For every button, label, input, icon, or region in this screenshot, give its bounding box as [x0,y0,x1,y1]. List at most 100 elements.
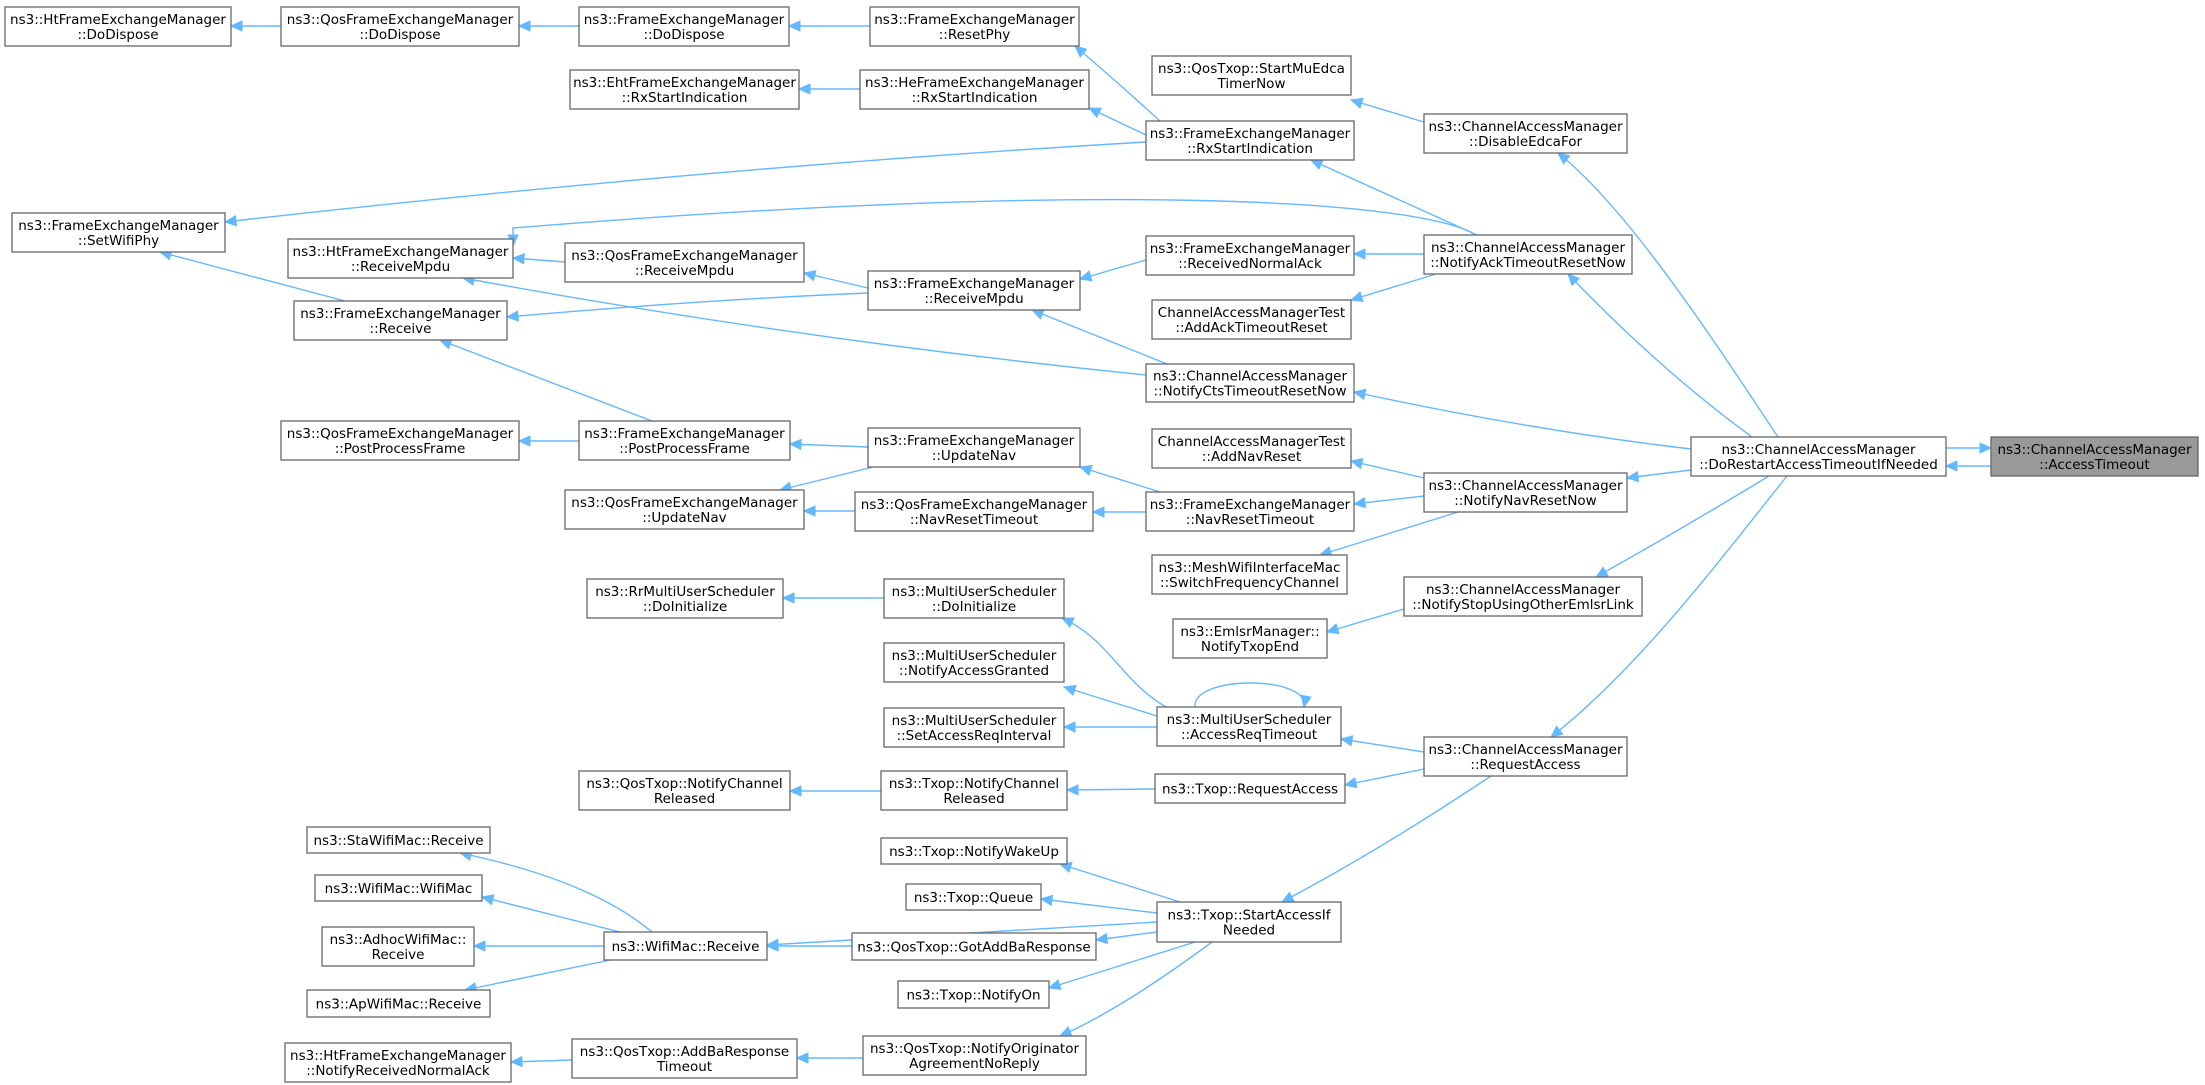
node-wifiMacCtor[interactable]: ns3::WifiMac::WifiMac [314,874,483,902]
node-rrDoInit[interactable]: ns3::RrMultiUserScheduler::DoInitialize [586,578,784,619]
node-label: ::SetWifiPhy [78,233,159,249]
node-qosNavReset[interactable]: ns3::QosFrameExchangeManager::NavResetTi… [854,491,1094,532]
node-wifiMacReceive[interactable]: ns3::WifiMac::Receive [603,931,768,961]
node-muSetInterval[interactable]: ns3::MultiUserScheduler::SetAccessReqInt… [883,707,1065,748]
node-label: ::ReceiveMpdu [351,259,450,275]
node-txopRequestAccess[interactable]: ns3::Txop::RequestAccess [1154,773,1346,804]
node-txopNotifyOn[interactable]: ns3::Txop::NotifyOn [897,980,1050,1009]
node-label: ::DoInitialize [643,599,727,615]
node-box [293,300,508,341]
node-box [586,578,784,619]
node-heRxStart[interactable]: ns3::HeFrameExchangeManager::RxStartIndi… [859,69,1090,110]
node-notifyNav[interactable]: ns3::ChannelAccessManager::NotifyNavRese… [1423,472,1628,513]
node-disableEdca[interactable]: ns3::ChannelAccessManager::DisableEdcaFo… [1423,113,1628,154]
node-box [578,420,791,461]
edge-line [1319,511,1459,556]
node-staReceive[interactable]: ns3::StaWifiMac::Receive [306,826,491,854]
node-label: ::ResetPhy [939,27,1011,43]
node-fxmPostProcess[interactable]: ns3::FrameExchangeManager::PostProcessFr… [578,420,791,461]
edge-line [439,339,653,422]
node-label: ::DoInitialize [932,599,1016,615]
node-receivedNormalAck[interactable]: ns3::FrameExchangeManager::ReceivedNorma… [1145,235,1355,276]
edge-line [1031,309,1168,365]
arrowhead-icon [1039,894,1054,907]
arrowhead-icon [1094,932,1109,945]
node-qosReceiveMpdu[interactable]: ns3::QosFrameExchangeManager::ReceiveMpd… [564,242,805,283]
node-fxmRxStart[interactable]: ns3::FrameExchangeManager::RxStartIndica… [1145,120,1355,161]
arrowhead-icon [1300,694,1312,709]
node-qosDoDispose[interactable]: ns3::QosFrameExchangeManager::DoDispose [280,6,520,47]
node-box [883,578,1065,619]
node-htDoDispose[interactable]: ns3::HtFrameExchangeManager::DoDispose [4,6,232,47]
node-setWifiPhy[interactable]: ns3::FrameExchangeManager::SetWifiPhy [11,212,226,253]
node-label: ns3::WifiMac::WifiMac [325,881,473,897]
edge-requestAccessCAM-to-muAccessReq [1339,735,1425,753]
node-apReceive[interactable]: ns3::ApWifiMac::Receive [306,989,491,1018]
node-doRestart[interactable]: ns3::ChannelAccessManager::DoRestartAcce… [1690,436,1947,477]
edge-notifyAck-to-fxmRxStart [1309,159,1478,236]
edge-doRestart-to-notifyNav [1625,469,1692,483]
node-box [1151,428,1352,469]
node-qosUpdateNav[interactable]: ns3::QosFrameExchangeManager::UpdateNav [564,489,805,530]
node-notifyCts[interactable]: ns3::ChannelAccessManager::NotifyCtsTime… [1145,363,1355,403]
edge-fxmUpdateNav-to-qosUpdateNav [778,466,874,493]
edge-line [1048,941,1196,989]
node-label: ChannelAccessManagerTest [1158,305,1345,321]
edge-fxmNavReset-to-qosNavReset [1091,506,1146,518]
node-label: ChannelAccessManagerTest [1158,434,1345,450]
node-htNotifyAck[interactable]: ns3::HtFrameExchangeManager::NotifyRecei… [284,1042,512,1083]
node-addNavTest[interactable]: ChannelAccessManagerTest::AddNavReset [1151,428,1352,469]
node-emlsrTxopEnd[interactable]: ns3::EmlsrManager::NotifyTxopEnd [1172,618,1328,659]
node-label: ::PostProcessFrame [335,441,466,457]
node-fxmReceive[interactable]: ns3::FrameExchangeManager::Receive [293,300,508,341]
node-accessTimeout[interactable]: ns3::ChannelAccessManager::AccessTimeout [1990,436,2199,477]
node-qosPostProcess[interactable]: ns3::QosFrameExchangeManager::PostProces… [280,420,520,461]
node-qosNotifyOrig[interactable]: ns3::QosTxop::NotifyOriginatorAgreementN… [862,1035,1087,1076]
arrowhead-icon [1339,735,1354,747]
node-box [569,69,800,110]
node-box [869,6,1080,47]
node-txopNotifyWake[interactable]: ns3::Txop::NotifyWakeUp [880,837,1068,865]
node-qosGotAddBa[interactable]: ns3::QosTxop::GotAddBaResponse [851,932,1097,961]
edge-qosGotAddBa-to-wifiMacReceive [765,940,852,952]
node-notifyStop[interactable]: ns3::ChannelAccessManager::NotifyStopUsi… [1403,576,1643,617]
node-ehtRxStart[interactable]: ns3::EhtFrameExchangeManager::RxStartInd… [569,69,800,110]
node-label: ::SwitchFrequencyChannel [1160,575,1339,591]
node-muAccessReq[interactable]: ns3::MultiUserScheduler::AccessReqTimeou… [1156,706,1342,747]
node-label: ns3::ChannelAccessManager [1721,442,1916,458]
node-txopQueue[interactable]: ns3::Txop::Queue [905,883,1042,911]
node-label: ::AddAckTimeoutReset [1175,320,1327,336]
node-box [1423,113,1628,154]
node-label: ns3::ChannelAccessManager [1153,369,1348,385]
node-meshSwitch[interactable]: ns3::MeshWifiInterfaceMac::SwitchFrequen… [1151,554,1348,595]
node-fxmResetPhy[interactable]: ns3::FrameExchangeManager::ResetPhy [869,6,1080,47]
node-muDoInit[interactable]: ns3::MultiUserScheduler::DoInitialize [883,578,1065,619]
node-label: ::ReceiveMpdu [635,263,734,279]
node-fxmUpdateNav[interactable]: ns3::FrameExchangeManager::UpdateNav [867,427,1081,468]
edge-line [506,292,869,318]
arrowhead-icon [1047,979,1062,991]
node-label: ::DoDispose [359,27,440,43]
node-addAckTest[interactable]: ChannelAccessManagerTest::AddAckTimeoutR… [1151,299,1352,340]
arrowhead-icon [1062,721,1076,733]
arrowhead-icon [1349,457,1364,470]
node-label: ns3::HtFrameExchangeManager [290,1048,506,1064]
node-fxmReceiveMpdu[interactable]: ns3::FrameExchangeManager::ReceiveMpdu [867,270,1081,311]
node-box [578,6,790,47]
node-requestAccessCAM[interactable]: ns3::ChannelAccessManager::RequestAccess [1423,736,1628,777]
node-htReceiveMpdu[interactable]: ns3::HtFrameExchangeManager::ReceiveMpdu [287,238,514,279]
node-fxmNavReset[interactable]: ns3::FrameExchangeManager::NavResetTimeo… [1145,491,1355,532]
node-muNotifyGranted[interactable]: ns3::MultiUserScheduler::NotifyAccessGra… [883,642,1065,683]
node-adhocReceive[interactable]: ns3::AdhocWifiMac::Receive [321,926,475,967]
node-fxmDoDispose[interactable]: ns3::FrameExchangeManager::DoDispose [578,6,790,47]
node-notifyAck[interactable]: ns3::ChannelAccessManager::NotifyAckTime… [1423,234,1633,275]
node-box [1690,436,1947,477]
node-label: ns3::ChannelAccessManager [1431,240,1626,256]
arrowhead-icon [517,435,531,447]
